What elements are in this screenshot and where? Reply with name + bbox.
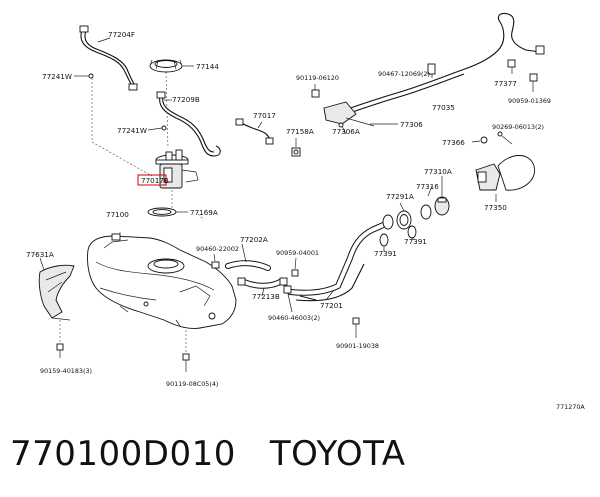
filler-pipe-77201[interactable] <box>287 214 394 302</box>
label-77241w-b: 77241W <box>117 126 147 135</box>
label-90119-08c05: 90119-08C05(4) <box>166 380 218 388</box>
label-77391-a: 77391 <box>374 249 397 258</box>
bolt-90901-19038[interactable] <box>352 317 360 338</box>
label-77017b: 77017B <box>141 176 169 185</box>
fuel-tank-parts-diagram: 77204F 77144 77241W 77209B 77241W 77017B… <box>26 12 585 411</box>
retainer-ring-77144[interactable] <box>149 59 183 73</box>
spring-77366[interactable] <box>480 136 488 144</box>
diagram-code: 771270A <box>556 403 585 411</box>
label-77201: 77201 <box>320 301 343 310</box>
label-77241w-a: 77241W <box>42 72 72 81</box>
bolt-90119-08c05[interactable] <box>182 353 190 372</box>
label-77017: 77017 <box>253 111 276 120</box>
label-90467-12069: 90467-12069(2) <box>378 70 430 78</box>
label-90959-01369: 90959-01369 <box>508 97 551 105</box>
label-90959-04001: 90959-04001 <box>276 249 319 257</box>
label-77169a: 77169A <box>190 208 218 217</box>
label-77202a: 77202A <box>240 235 268 244</box>
clip-90959-01369[interactable] <box>529 73 538 82</box>
fuel-tank-77100[interactable] <box>87 233 237 329</box>
gasket-77169a[interactable] <box>147 207 177 217</box>
label-77035: 77035 <box>432 103 455 112</box>
label-77291a: 77291A <box>386 192 414 201</box>
gasket-77391-a[interactable] <box>379 233 389 247</box>
label-90159-40183: 90159-40183(3) <box>40 367 92 375</box>
filler-cap-77310a[interactable] <box>434 196 450 216</box>
label-77631a: 77631A <box>26 250 54 259</box>
label-77213b: 77213B <box>252 292 280 301</box>
label-77350: 77350 <box>484 203 507 212</box>
clip-90959-04001[interactable] <box>291 269 299 277</box>
screw-77306a[interactable] <box>338 122 347 135</box>
sender-gauge-77017[interactable] <box>235 118 274 145</box>
label-77310a: 77310A <box>424 167 452 176</box>
label-77204f: 77204F <box>108 30 135 39</box>
part-number-caption: 770100D010 TOYOTA <box>10 432 406 476</box>
hose-77202a[interactable] <box>225 260 271 271</box>
wire-harness-77204f[interactable] <box>79 25 138 91</box>
grommet-77241w-b[interactable] <box>161 125 167 131</box>
label-90119-06120: 90119-06120 <box>296 74 339 82</box>
part-number: 770100D010 <box>10 434 236 474</box>
gasket-77291a[interactable] <box>396 210 412 230</box>
lever-77306[interactable] <box>323 101 375 127</box>
protector-77631a[interactable] <box>38 264 75 319</box>
clip-77377[interactable] <box>507 59 516 68</box>
label-77100: 77100 <box>106 210 129 219</box>
brand-name: TOYOTA <box>269 434 406 474</box>
bolt-90159-40183[interactable] <box>56 343 64 358</box>
label-77158a: 77158A <box>286 127 314 136</box>
label-77391-b: 77391 <box>404 237 427 246</box>
label-77209b: 77209B <box>172 95 200 104</box>
clamp-90460-22002[interactable] <box>211 261 220 269</box>
hose-77213b[interactable] <box>237 277 288 289</box>
highlight-box-77017b <box>137 174 167 186</box>
label-77366: 77366 <box>442 138 465 147</box>
clamp-90460-46003[interactable] <box>283 285 292 294</box>
label-90460-46003: 90460-46003(2) <box>268 314 320 322</box>
label-90269-06013: 90269-06013(2) <box>492 123 544 131</box>
label-77316: 77316 <box>416 182 439 191</box>
grommet-77241w-a[interactable] <box>88 73 94 79</box>
label-90460-22002: 90460-22002 <box>196 245 239 253</box>
ring-77316[interactable] <box>420 204 432 220</box>
fuel-filler-door-77350[interactable] <box>475 155 536 191</box>
label-77377: 77377 <box>494 79 517 88</box>
screw-90269-06013[interactable] <box>497 131 513 145</box>
clamp-90467-12069[interactable] <box>427 63 436 75</box>
label-90901-19038: 90901-19038 <box>336 342 379 350</box>
clip-77158a[interactable] <box>291 147 301 157</box>
label-77306: 77306 <box>400 120 423 129</box>
bolt-90119-06120[interactable] <box>311 84 320 98</box>
label-77144: 77144 <box>196 62 219 71</box>
label-77306a: 77306A <box>332 127 360 136</box>
